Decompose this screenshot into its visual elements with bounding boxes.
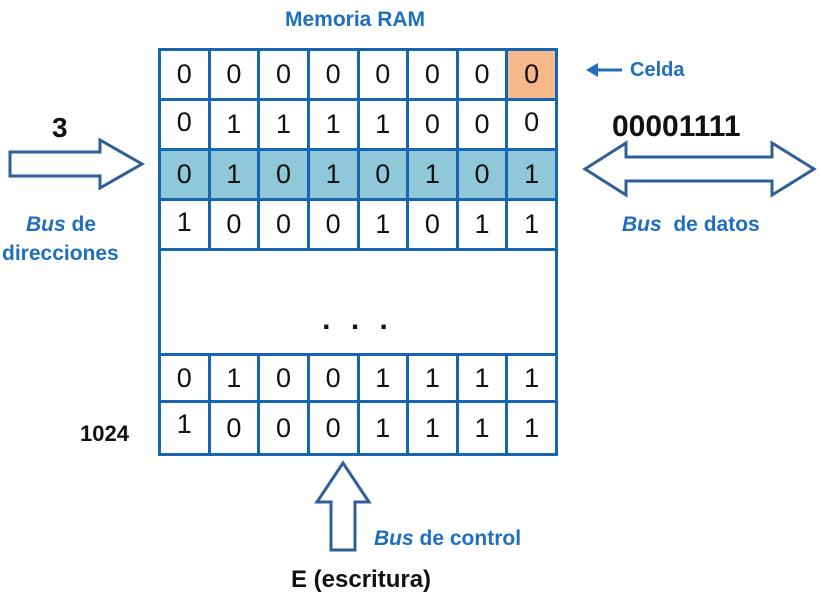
memory-cell: 0 — [260, 151, 310, 198]
memory-cell: 1 — [524, 209, 540, 239]
memory-cell: 1 — [360, 403, 410, 453]
memory-cell: 0 — [260, 356, 310, 400]
ram-grid: 0 0 0 0 0 0 0 0 0 1 1 1 1 0 0 0 0 1 0 1 … — [158, 48, 558, 456]
memory-row-selected: 0 1 0 1 0 1 0 1 — [161, 151, 555, 201]
control-bus-label-rest: de control — [413, 527, 522, 550]
memory-cell: 0 — [360, 51, 410, 98]
memory-cell: 1 — [459, 356, 509, 400]
memory-cell: 1 — [310, 101, 360, 148]
memory-title-text: Memoria RAM — [285, 8, 426, 31]
memory-row-1024: 1 0 0 0 1 1 1 1 — [161, 403, 555, 453]
memory-cell: 1 — [459, 403, 509, 453]
memory-cell: 1 — [161, 403, 211, 453]
control-bus-label: Bus de control — [374, 527, 521, 551]
memory-cell: 1 — [310, 151, 360, 198]
address-bus-label: Bus de — [26, 213, 96, 237]
memory-cell: 1 — [524, 159, 540, 189]
celda-arrow-icon — [586, 63, 622, 77]
memory-row-1023: 0 1 0 0 1 1 1 1 — [161, 353, 555, 403]
control-bus-label-bus: Bus — [374, 527, 414, 550]
memory-cell: 1 — [524, 362, 540, 393]
address-bus-label-line2: direcciones — [2, 242, 119, 265]
data-bus-label-rest: de datos — [661, 213, 760, 236]
memory-cell: 0 — [524, 107, 540, 137]
memory-cell: 1 — [211, 101, 261, 148]
memory-cell: 1 — [260, 101, 310, 148]
data-value: 00001111 — [612, 110, 741, 143]
memory-cell: 1 — [360, 101, 410, 148]
write-signal-label: E (escritura) — [291, 566, 432, 593]
address-bus-arrow-icon — [8, 138, 146, 190]
memory-cell: 0 — [409, 201, 459, 248]
memory-cell: 1 — [409, 356, 459, 400]
address-bus-label-bus: Bus — [26, 213, 66, 236]
memory-cell: 1 — [360, 356, 410, 400]
data-bus-label-bus: Bus — [622, 213, 662, 236]
memory-row-0: 0 0 0 0 0 0 0 0 — [161, 51, 555, 101]
memory-cell: 0 — [459, 51, 509, 98]
memory-cell: 1 — [211, 151, 261, 198]
memory-cell: 0 — [161, 151, 211, 198]
memory-cell: 0 — [409, 51, 459, 98]
ellipsis: . . . — [322, 303, 394, 336]
memory-cell: 0 — [161, 51, 211, 98]
memory-cell: 0 — [459, 151, 509, 198]
memory-cell: 0 — [260, 403, 310, 453]
memory-cell: 0 — [310, 356, 360, 400]
celda-label: Celda — [630, 59, 685, 81]
memory-cell: 0 — [211, 403, 261, 453]
memory-cell: 0 — [161, 356, 211, 400]
memory-cell: 1 — [360, 201, 410, 248]
last-address-value: 1024 — [80, 421, 129, 446]
memory-cell: 0 — [310, 201, 360, 248]
control-bus-arrow-icon — [314, 460, 372, 552]
memory-cell: 1 — [409, 403, 459, 453]
address-bus-label-de: de — [65, 213, 97, 236]
memory-cell: 0 — [260, 201, 310, 248]
memory-cell: 0 — [161, 101, 211, 148]
memory-cell: 0 — [260, 51, 310, 98]
memory-cell: 1 — [459, 201, 509, 248]
memory-cell: 0 — [310, 51, 360, 98]
memory-cell: 1 — [409, 151, 459, 198]
memory-cell: 0 — [211, 51, 261, 98]
memory-row-3: 1 0 0 0 1 0 1 1 — [161, 201, 555, 251]
memory-cell: 0 — [211, 201, 261, 248]
address-value: 3 — [52, 112, 68, 143]
memory-cell: 1 — [524, 412, 540, 443]
data-bus-label: Bus de datos — [622, 213, 760, 237]
memory-cell: 0 — [459, 101, 509, 148]
data-bus-arrow-icon — [582, 140, 817, 198]
memory-cell: 1 — [161, 201, 211, 248]
celda-cell: 0 — [508, 51, 555, 98]
memory-cell: 0 — [409, 101, 459, 148]
memory-row-1: 0 1 1 1 1 0 0 0 — [161, 101, 555, 151]
memory-cell: 0 — [310, 403, 360, 453]
memory-cell: 0 — [360, 151, 410, 198]
memory-cell: 1 — [211, 356, 261, 400]
